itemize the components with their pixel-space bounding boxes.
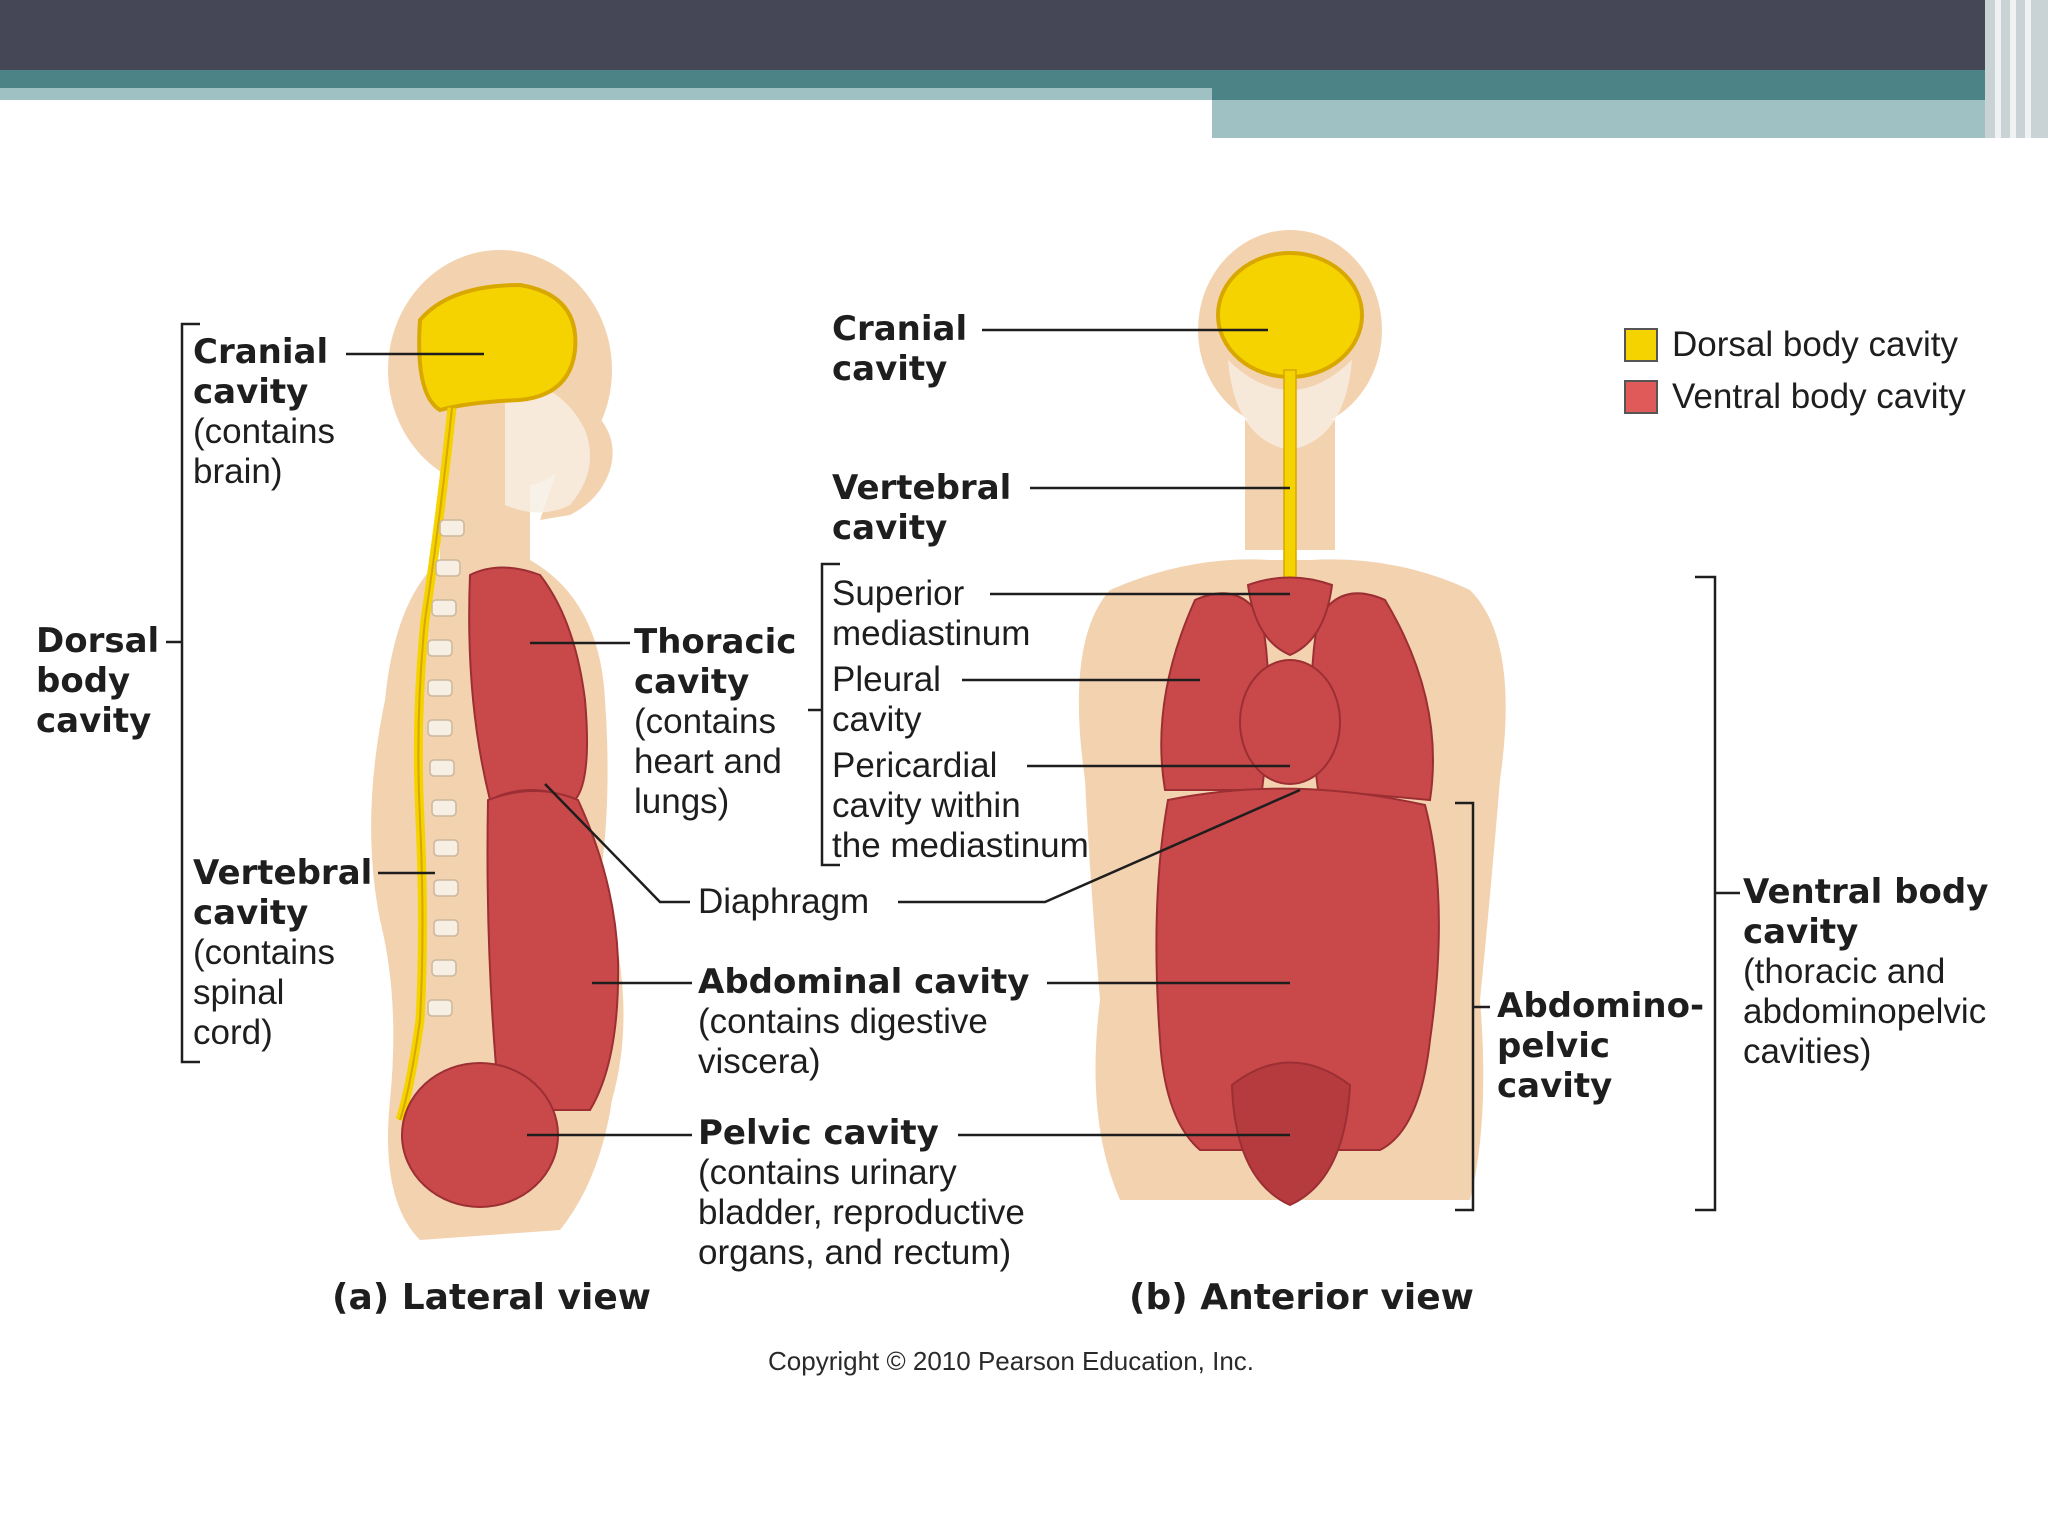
label-superior-mediastinum: Superior mediastinum	[832, 574, 1031, 653]
caption-lateral-view: (a) Lateral view	[332, 1277, 651, 1318]
legend-ventral: Ventral body cavity	[1624, 377, 1966, 417]
header-bars	[0, 0, 2048, 138]
ventral-swatch	[1624, 380, 1658, 414]
anterior-figure	[1078, 230, 1506, 1207]
label-thoracic-cavity: Thoracic cavity (contains heart and lung…	[634, 622, 797, 821]
legend-ventral-label: Ventral body cavity	[1672, 377, 1966, 416]
label-pelvic-cavity: Pelvic cavity (contains urinary bladder,…	[698, 1113, 1025, 1272]
leader-lines	[166, 322, 1740, 1212]
label-diaphragm: Diaphragm	[698, 882, 870, 921]
label-cranial-cavity-lateral: Cranial cavity (contains brain)	[193, 332, 336, 491]
label-cranial-cavity-anterior: Cranial cavity	[832, 309, 968, 389]
lateral-figure	[371, 250, 624, 1240]
label-vertebral-cavity-lateral: Vertebral cavity (contains spinal cord)	[193, 853, 373, 1052]
label-vertebral-cavity-anterior: Vertebral cavity	[832, 468, 1012, 548]
label-ventral-body-cavity: Ventral body cavity (thoracic and abdomi…	[1743, 872, 1989, 1071]
label-abdominopelvic-cavity: Abdomino- pelvic cavity	[1497, 986, 1705, 1106]
copyright-notice: Copyright © 2010 Pearson Education, Inc.	[768, 1346, 1255, 1376]
label-abdominal-cavity: Abdominal cavity (contains digestive vis…	[698, 962, 1030, 1081]
label-pericardial-cavity: Pericardial cavity within the mediastinu…	[832, 746, 1089, 865]
label-pleural-cavity: Pleural cavity	[832, 660, 941, 739]
legend-dorsal-label: Dorsal body cavity	[1672, 325, 1958, 364]
legend-dorsal: Dorsal body cavity	[1624, 325, 1958, 365]
label-dorsal-body-cavity: Dorsal body cavity	[36, 621, 160, 741]
caption-anterior-view: (b) Anterior view	[1129, 1277, 1474, 1318]
dorsal-swatch	[1624, 328, 1658, 362]
